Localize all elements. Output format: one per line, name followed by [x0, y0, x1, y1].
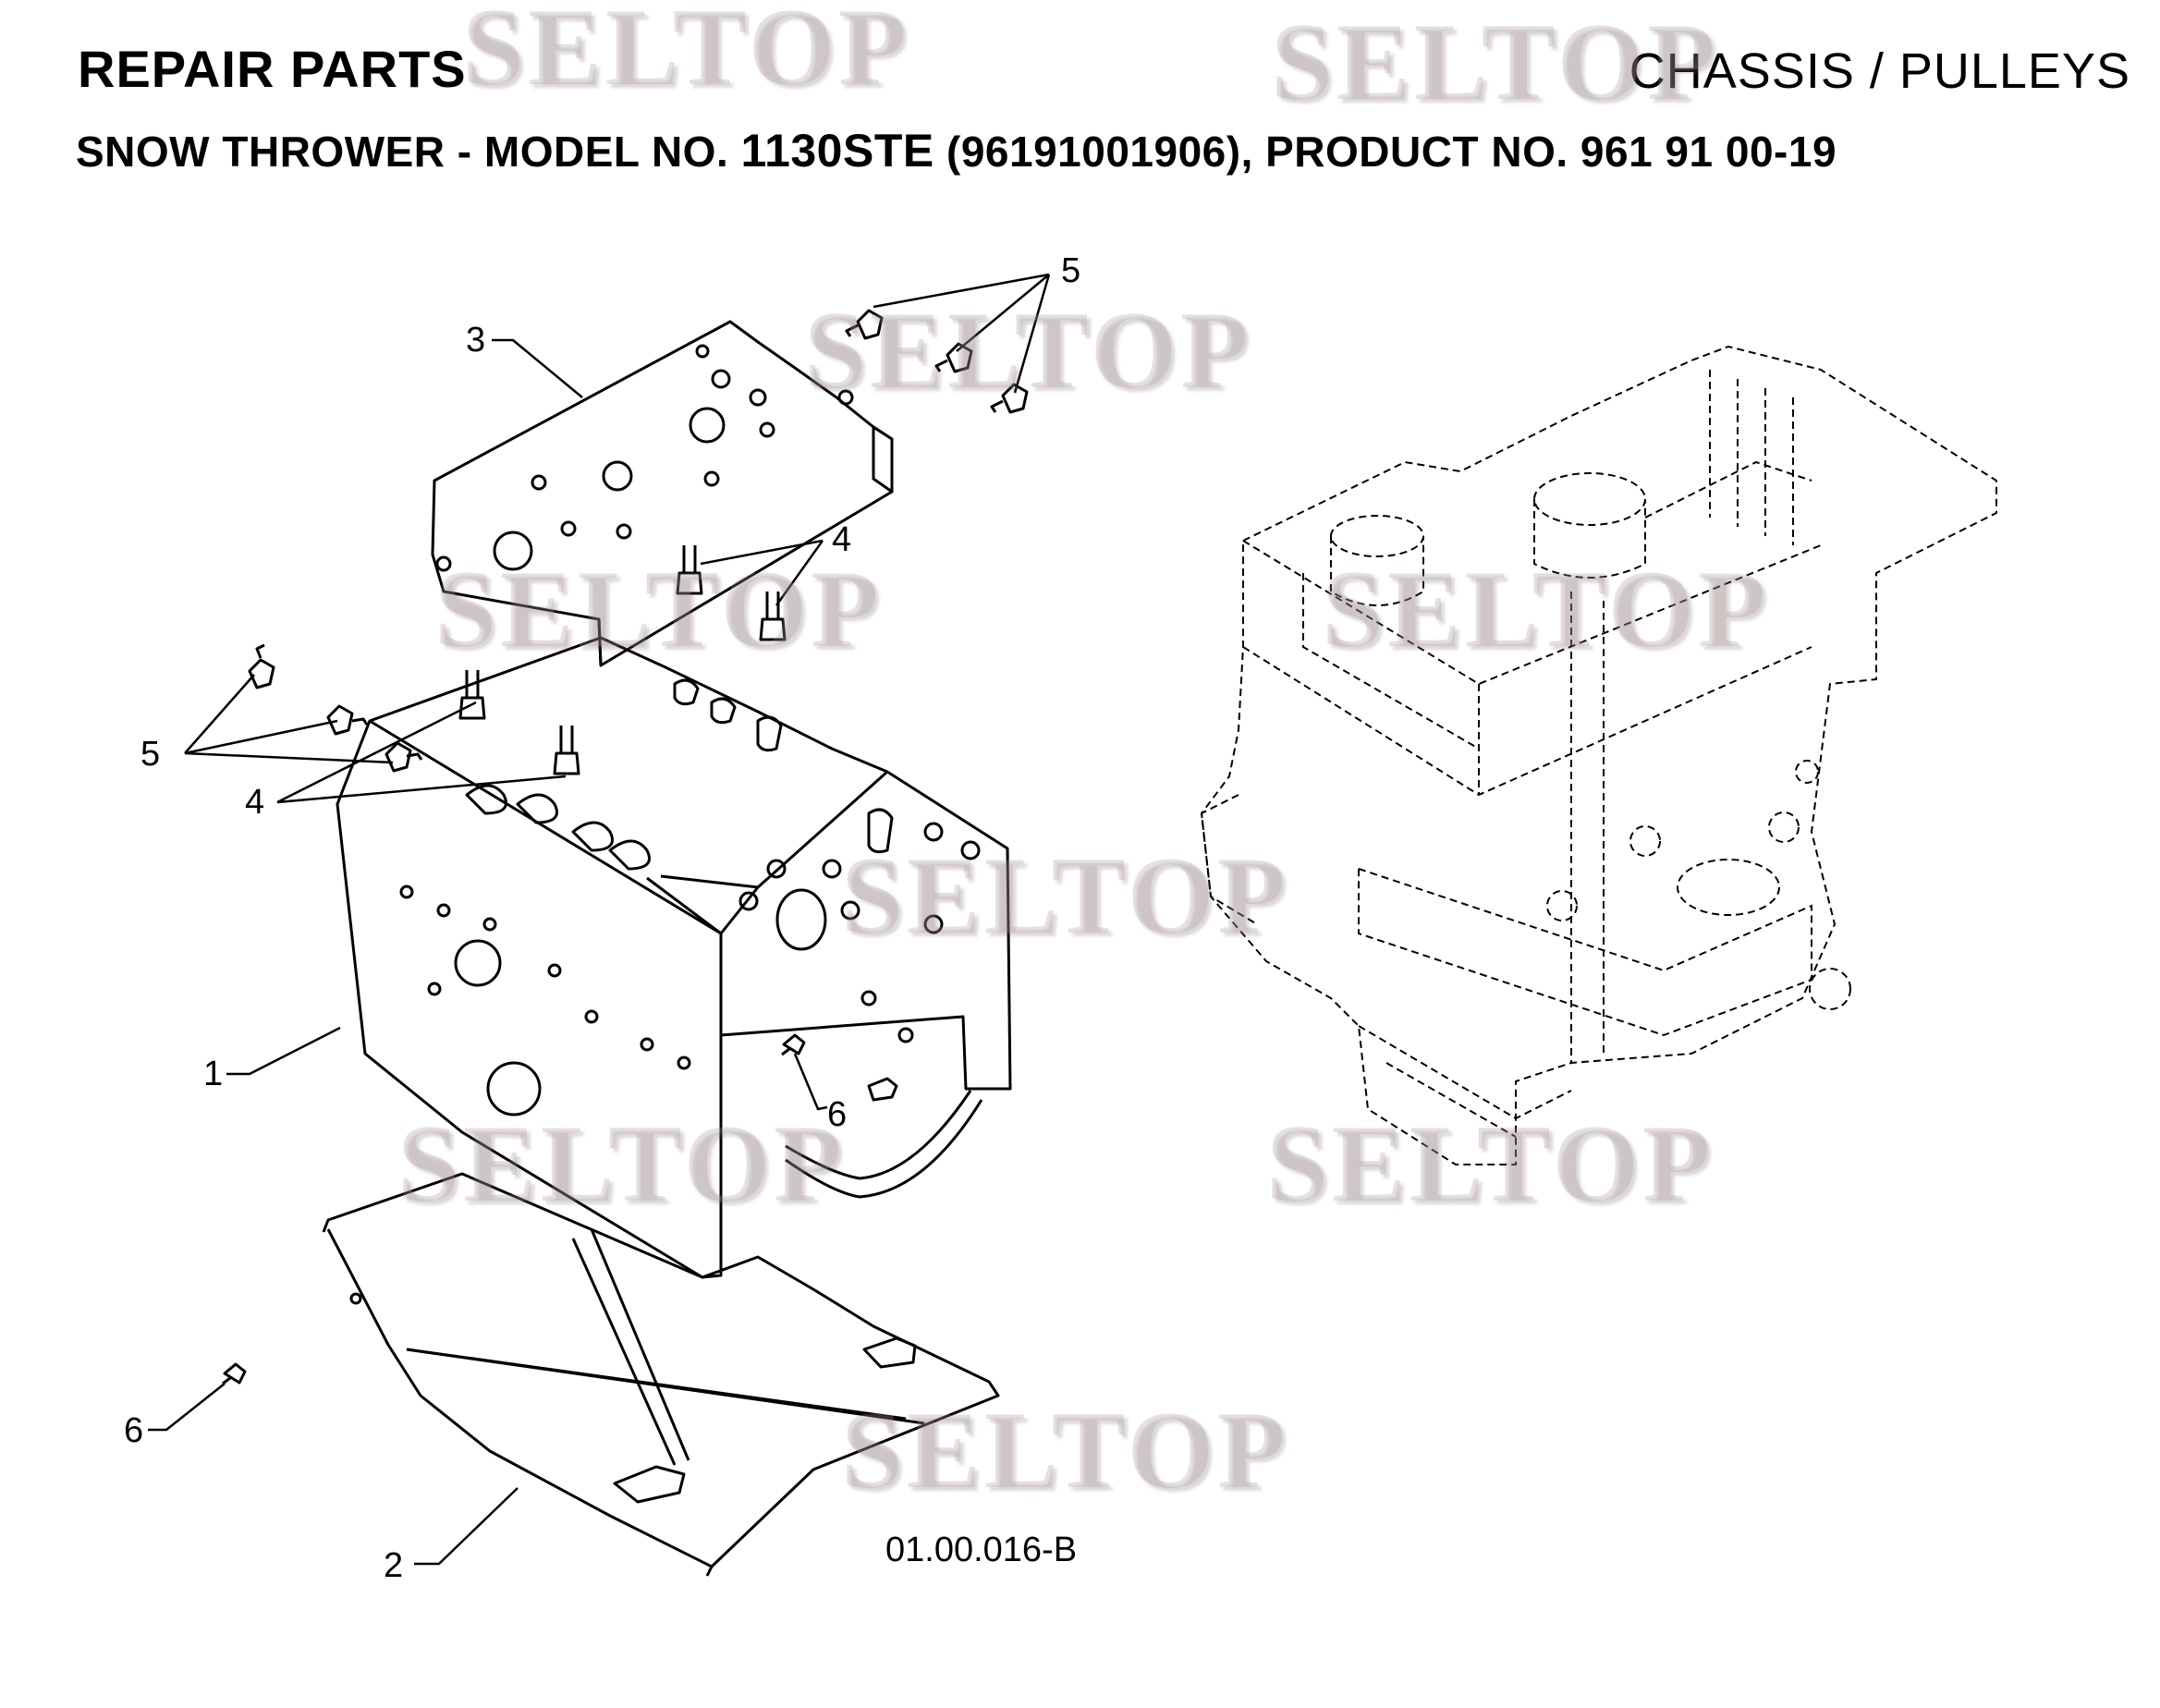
model-prefix: SNOW THROWER - MODEL NO. [76, 128, 729, 176]
callout-3: 3 [466, 321, 485, 360]
engine-outline-reference [1200, 345, 1997, 1165]
model-number: 1130STE [740, 125, 934, 177]
part-5-bolts [248, 309, 1029, 773]
part-6-screws [222, 1033, 806, 1385]
callout-4-upper: 4 [832, 520, 851, 559]
callout-5-left: 5 [140, 735, 160, 774]
model-line: SNOW THROWER - MODEL NO. 1130STE (961910… [76, 124, 1837, 177]
drawing-number: 01.00.016-B [885, 1531, 1078, 1569]
callout-4-lower: 4 [245, 783, 264, 822]
callout-6-right: 6 [827, 1095, 847, 1134]
page-title: REPAIR PARTS [78, 40, 467, 98]
callout-2: 2 [384, 1546, 403, 1585]
part-3-top-plate [431, 320, 894, 667]
section-title: CHASSIS / PULLEYS [1629, 43, 2130, 99]
callout-6-left: 6 [124, 1411, 143, 1450]
model-suffix: (96191001906), PRODUCT NO. 961 91 00-19 [946, 128, 1837, 176]
callout-1: 1 [203, 1055, 223, 1093]
part-1-chassis [336, 531, 1012, 1279]
part-4-studs [458, 545, 787, 775]
callout-5-top: 5 [1061, 251, 1080, 290]
part-2-bottom-plate [322, 1172, 1000, 1577]
leader-lines [148, 273, 1051, 1566]
